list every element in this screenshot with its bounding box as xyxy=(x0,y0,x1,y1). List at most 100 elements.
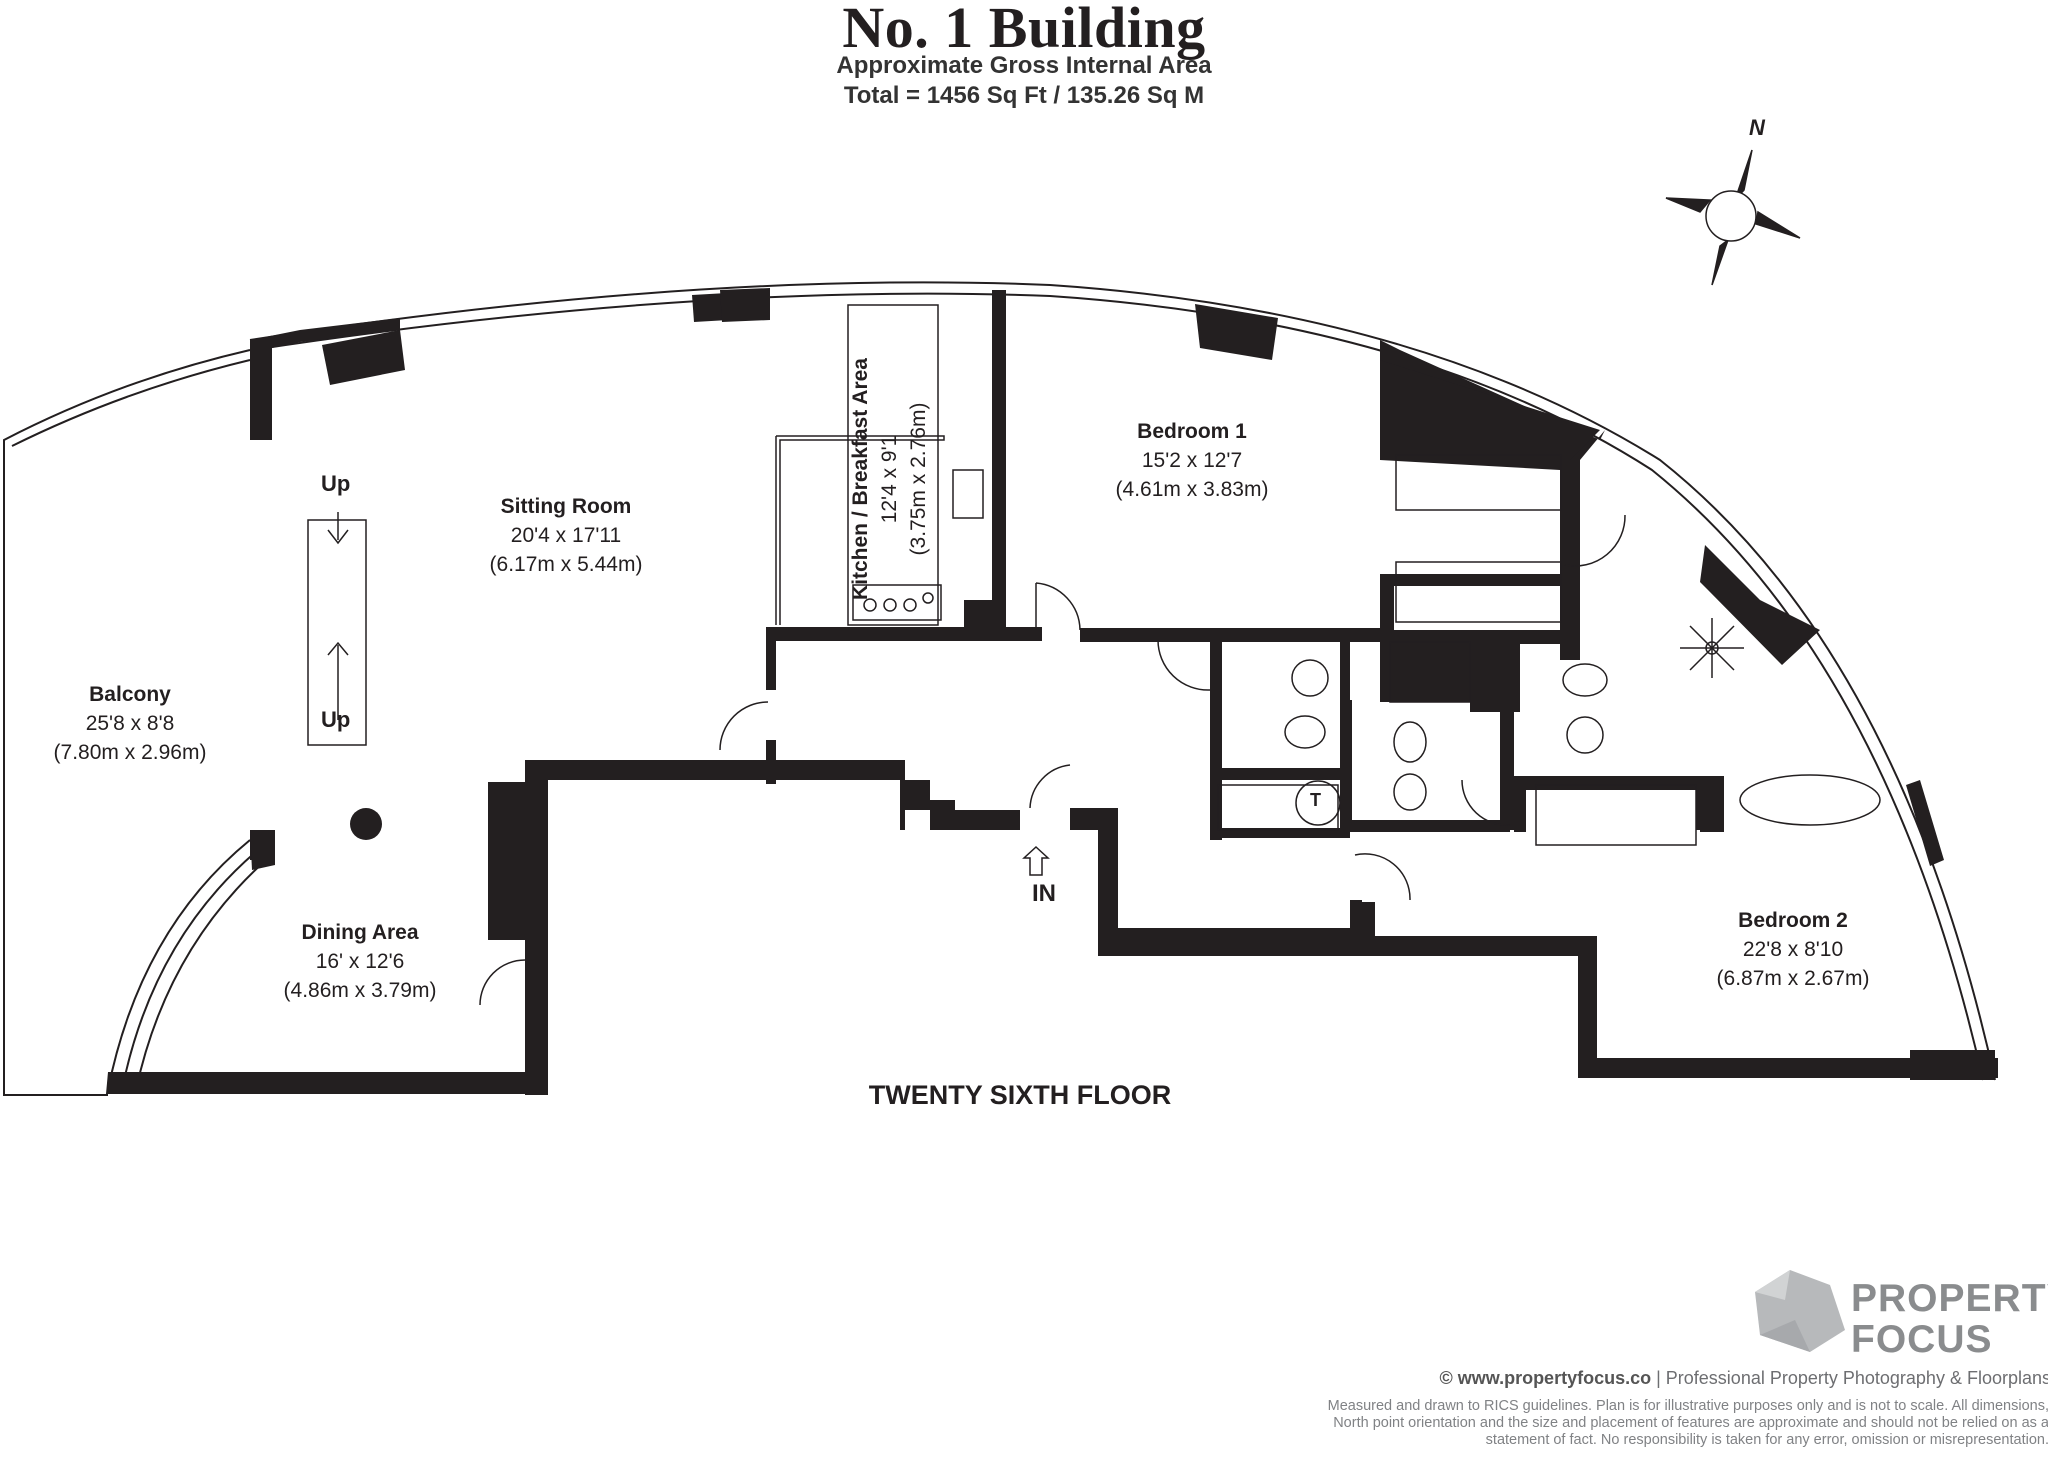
compass xyxy=(1665,149,1801,286)
wall xyxy=(106,1072,548,1094)
copyright-line: © www.propertyfocus.co | Professional Pr… xyxy=(1439,1368,2048,1389)
wall xyxy=(1470,632,1520,712)
door-swing xyxy=(1035,582,1081,631)
room-dimensions-imperial: 25'8 x 8'8 xyxy=(85,712,175,735)
basin xyxy=(1393,773,1427,811)
basin xyxy=(1291,659,1329,697)
room-name: Bedroom 1 xyxy=(1137,420,1247,443)
area-subtitle: Approximate Gross Internal Area xyxy=(836,52,1212,79)
compass-north-label: N xyxy=(1749,115,1765,140)
stairs-up-label: Up xyxy=(321,471,351,496)
walls xyxy=(106,288,1998,1095)
room-name: Balcony xyxy=(89,683,171,706)
hob-ring xyxy=(883,598,897,612)
wardrobe xyxy=(1395,454,1562,511)
outer-glazing-inner xyxy=(251,292,1984,1081)
copyright-site: © www.propertyfocus.co xyxy=(1439,1368,1652,1388)
fixtures xyxy=(307,304,1881,1006)
wall xyxy=(1500,700,1514,830)
toilet xyxy=(1393,721,1427,763)
wardrobe xyxy=(1217,784,1339,831)
brand-logo-mark xyxy=(1755,1270,1845,1352)
door-swing xyxy=(1157,639,1211,691)
wall xyxy=(1380,360,1600,470)
light-ray xyxy=(1689,625,1735,671)
wall xyxy=(1560,460,1580,660)
wall xyxy=(1514,776,1526,832)
wall xyxy=(1696,776,1710,830)
wardrobe xyxy=(1535,784,1697,846)
shower xyxy=(1389,641,1471,703)
room-sitting-room: Sitting Room 20'4 x 17'11 (6.17m x 5.44m… xyxy=(466,492,666,579)
room-dimensions-metric: (4.61m x 3.83m) xyxy=(1115,478,1269,501)
wall xyxy=(1578,1058,1998,1078)
room-name: Bedroom 2 xyxy=(1738,909,1848,932)
stair-arrow-head xyxy=(327,529,349,545)
tank-label: T xyxy=(1310,790,1321,810)
room-dimensions-imperial: 16' x 12'6 xyxy=(315,950,405,973)
room-dimensions-metric: (4.86m x 3.79m) xyxy=(283,979,437,1002)
stairs-up-label: Up xyxy=(321,707,351,732)
wall xyxy=(964,600,1004,630)
basin xyxy=(1566,716,1604,754)
compass-ring xyxy=(1705,190,1757,242)
outer-glazing xyxy=(249,281,1996,1081)
kitchen-sink xyxy=(952,469,984,519)
room-dimensions-imperial: 22'8 x 8'10 xyxy=(1742,938,1844,961)
page-title: No. 1 Building xyxy=(842,0,1206,60)
wall xyxy=(1340,700,1352,830)
column xyxy=(1700,545,1820,665)
wall xyxy=(250,830,275,870)
balcony-outline xyxy=(3,349,251,1096)
disclaimer: Measured and drawn to RICS guidelines. P… xyxy=(1327,1398,2048,1448)
door-swing xyxy=(719,701,769,751)
wall xyxy=(1080,628,1380,642)
room-dimensions-imperial: 20'4 x 17'11 xyxy=(510,524,622,547)
room-bedroom-2: Bedroom 2 22'8 x 8'10 (6.87m x 2.67m) xyxy=(1693,906,1893,993)
column xyxy=(1195,304,1278,360)
room-dimensions-imperial: 15'2 x 12'7 xyxy=(1141,449,1243,472)
room-dimensions-metric: (6.87m x 2.67m) xyxy=(1716,967,1870,990)
total-area: Total = 1456 Sq Ft / 135.26 Sq M xyxy=(843,82,1205,109)
wall xyxy=(525,760,1020,1005)
dining-curved-glazing-inner xyxy=(121,849,259,1091)
toilet xyxy=(1562,663,1608,697)
wall xyxy=(766,630,776,690)
door-swing xyxy=(1354,853,1411,901)
wall xyxy=(1700,820,1716,832)
door-swing xyxy=(1461,779,1511,826)
room-balcony: Balcony 25'8 x 8'8 (7.80m x 2.96m) xyxy=(30,680,230,767)
compass-needle xyxy=(1755,210,1801,239)
dining-curved-glazing xyxy=(107,839,251,1091)
wall xyxy=(1906,780,1944,866)
toilet xyxy=(1284,715,1326,749)
wall xyxy=(1210,768,1340,780)
copyright-tagline: | Professional Property Photography & Fl… xyxy=(1656,1368,2048,1388)
hob xyxy=(852,584,942,621)
wall xyxy=(488,782,525,940)
room-dimensions-imperial: 12'4 x 9'1 xyxy=(878,434,901,524)
door-swing xyxy=(1564,514,1626,567)
wall xyxy=(1380,574,1580,586)
room-name: Sitting Room xyxy=(500,495,632,518)
room-dining-area: Dining Area 16' x 12'6 (4.86m x 3.79m) xyxy=(260,918,460,1005)
bathtub xyxy=(1739,774,1881,826)
wall xyxy=(1210,828,1350,838)
wall xyxy=(766,627,1042,641)
column xyxy=(322,330,405,385)
brand-line-2: FOCUS xyxy=(1851,1318,1993,1361)
compass-needle xyxy=(1711,237,1730,286)
compass-needle xyxy=(1665,197,1712,213)
entrance-arrow xyxy=(1022,845,1050,876)
column xyxy=(720,288,770,322)
wall xyxy=(1710,776,1724,832)
wall xyxy=(1070,808,1840,1076)
wall xyxy=(1514,776,1710,790)
kitchen-island xyxy=(776,435,945,625)
wall xyxy=(525,1005,548,1095)
hob-ring xyxy=(863,598,877,612)
door-swing xyxy=(479,959,526,1006)
room-dimensions-metric: (6.17m x 5.44m) xyxy=(489,553,643,576)
water-tank xyxy=(1295,780,1341,826)
